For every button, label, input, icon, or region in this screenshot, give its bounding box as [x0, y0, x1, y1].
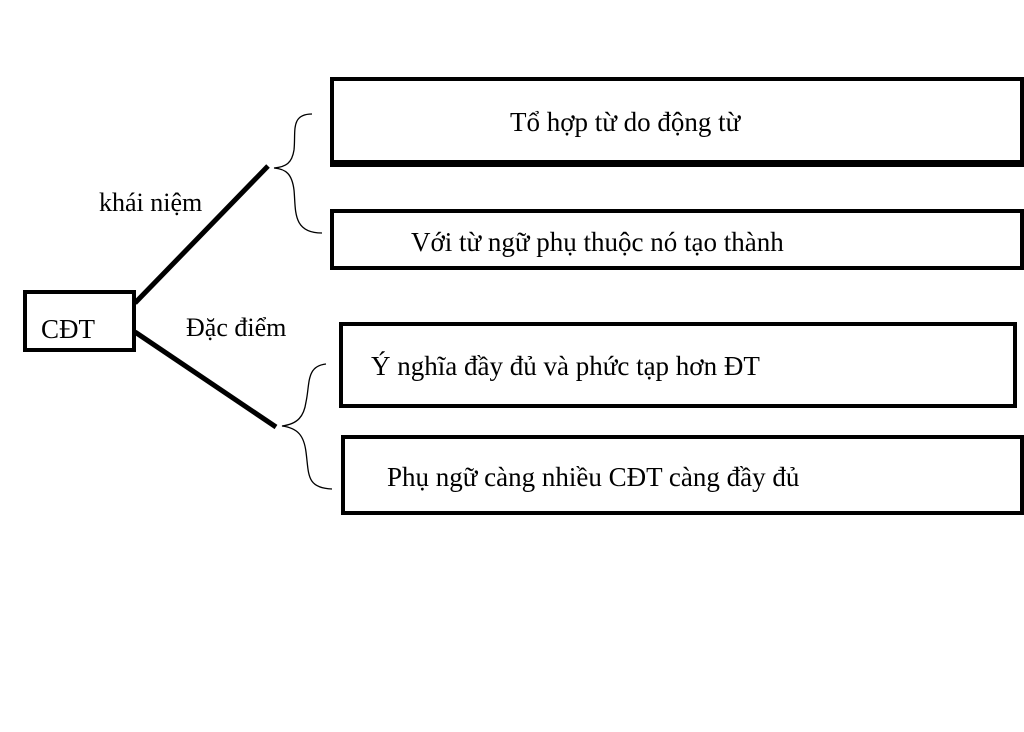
feature-box-2: Phụ ngữ càng nhiều CĐT càng đầy đủ: [341, 435, 1024, 515]
definition-text-2: Với từ ngữ phụ thuộc nó tạo thành: [411, 227, 784, 257]
brace-dac-diem: [281, 363, 333, 490]
branch-label-dac-diem: Đặc điểm: [186, 313, 287, 342]
root-node-box: CĐT: [23, 290, 136, 352]
root-node-label: CĐT: [41, 314, 95, 344]
definition-box-2: Với từ ngữ phụ thuộc nó tạo thành: [330, 209, 1024, 270]
feature-text-1: Ý nghĩa đầy đủ và phức tạp hơn ĐT: [371, 351, 760, 381]
brace-khai-niem: [273, 113, 323, 234]
definition-box-1: Tổ hợp từ do động từ: [330, 77, 1024, 167]
feature-text-2: Phụ ngữ càng nhiều CĐT càng đầy đủ: [387, 462, 800, 492]
connector-khai-niem: [133, 164, 270, 305]
branch-label-khai-niem: khái niệm: [99, 188, 203, 217]
connector-dac-diem: [133, 329, 278, 430]
definition-text-1: Tổ hợp từ do động từ: [510, 107, 741, 137]
feature-box-1: Ý nghĩa đầy đủ và phức tạp hơn ĐT: [339, 322, 1017, 408]
